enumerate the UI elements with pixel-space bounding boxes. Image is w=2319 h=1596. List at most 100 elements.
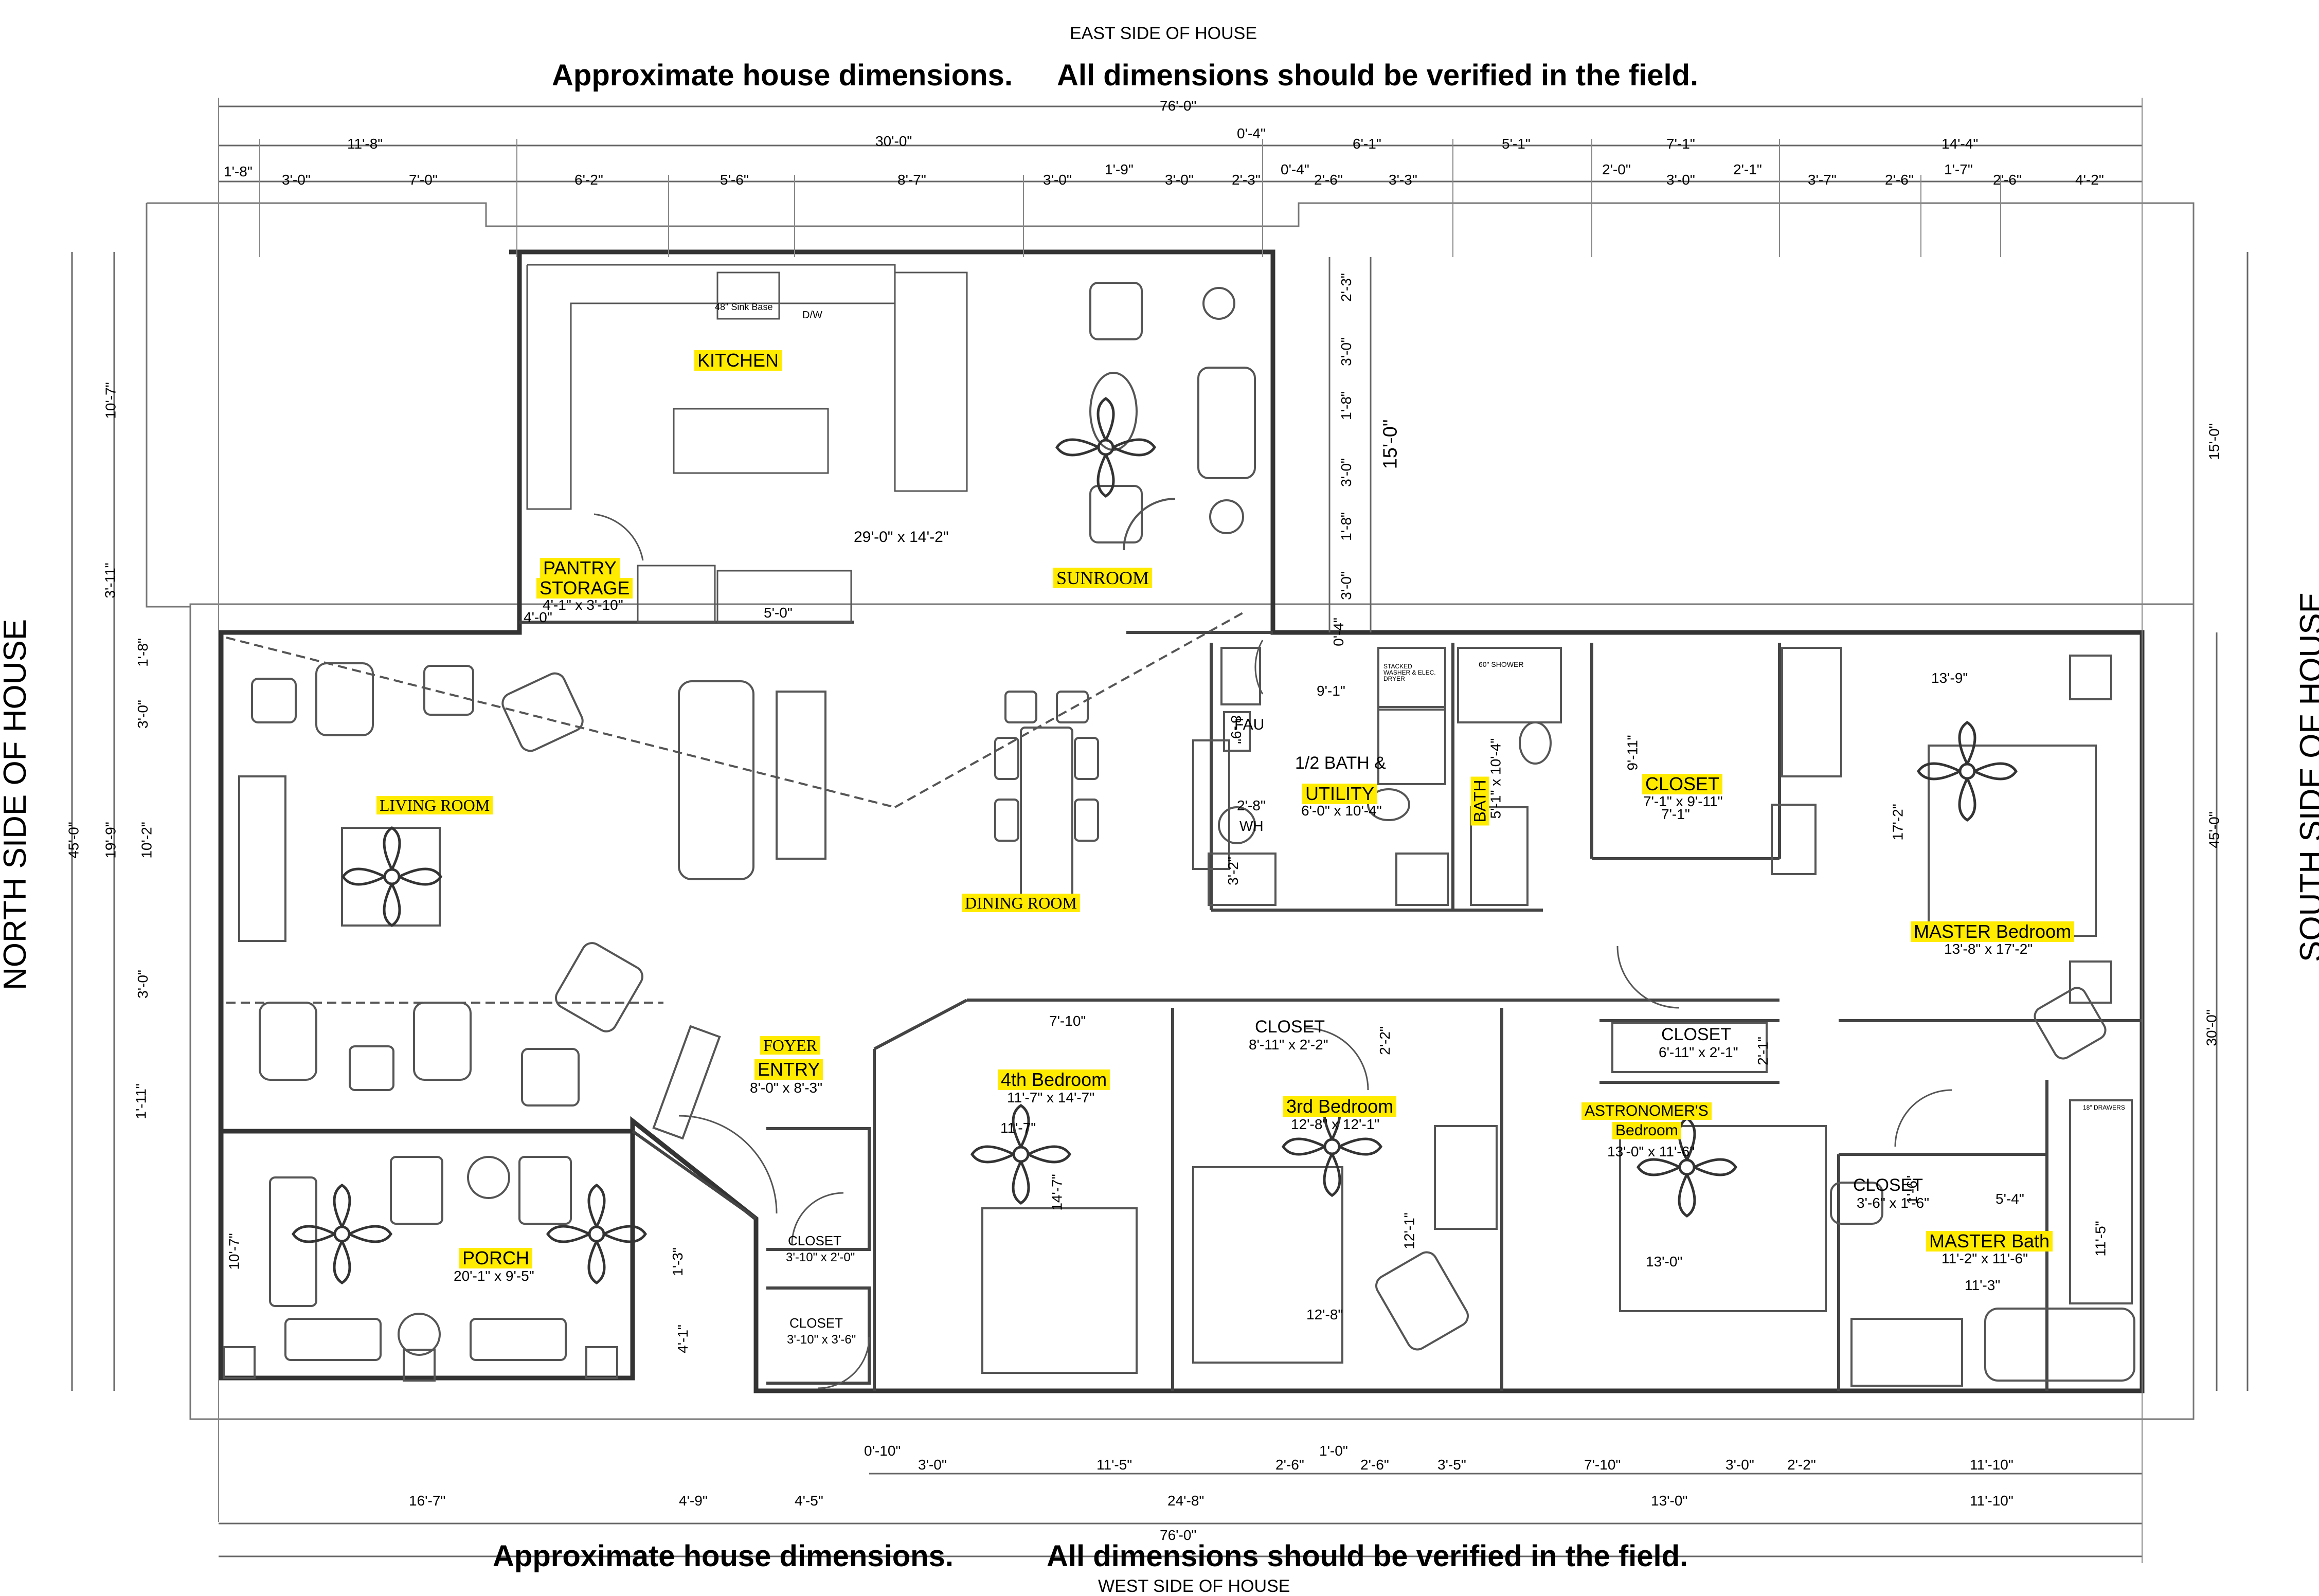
living-room-label: LIVING ROOM	[376, 796, 493, 814]
dim-bottom-r1: 2'-2"	[1787, 1457, 1816, 1473]
east-side-label: EAST SIDE OF HOUSE	[1070, 24, 1257, 43]
dim-inner: 12'-1"	[1401, 1212, 1417, 1249]
sunroom-furniture	[1089, 282, 1256, 551]
dim-left: 3'-11"	[102, 563, 118, 598]
dim-inner: 3'-0"	[1338, 337, 1354, 366]
dim-top-r2: 0'-4"	[1237, 125, 1266, 141]
dim-inner: 2'-8"	[1237, 797, 1266, 813]
dim-bottom-r1: 1'-0"	[1319, 1443, 1348, 1459]
dim-inner: 0'-4"	[1330, 618, 1346, 646]
dim-bottom-r1: 3'-0"	[918, 1457, 947, 1473]
dim-left: 45'-0"	[65, 822, 82, 859]
dim-top-r3: 3'-0"	[282, 172, 311, 188]
closet-astro-label: CLOSET	[1661, 1025, 1732, 1044]
dim-inner: 9'-11"	[1624, 735, 1641, 771]
closet-3-size: 8'-11" x 2'-2"	[1249, 1037, 1328, 1053]
dim-bottom-r2: 4'-9"	[679, 1493, 708, 1509]
foyer-size: 8'-0" x 8'-3"	[750, 1080, 823, 1096]
dim-inner: 2'-1"	[1754, 1037, 1771, 1065]
bedroom-furniture	[981, 647, 2135, 1387]
master-bedroom-size: 13'-8" x 17'-2"	[1944, 941, 2033, 957]
porch-furniture	[223, 1156, 618, 1382]
pantry-label-2: STORAGE	[536, 578, 633, 598]
dim-inner: 14'-7"	[1049, 1174, 1065, 1211]
dim-inner: 3'-0"	[1338, 458, 1354, 487]
foyer-label: FOYER	[760, 1036, 820, 1055]
astronomers-size: 13'-0" x 11'-6"	[1607, 1144, 1695, 1159]
west-side-label: WEST SIDE OF HOUSE	[1098, 1576, 1290, 1596]
closet-top-size: 7'-1" x 9'-11"	[1643, 793, 1723, 809]
astronomers-label-2: Bedroom	[1612, 1122, 1681, 1139]
dim-inner: 9'-1"	[1317, 683, 1345, 699]
drawers-label: 18" DRAWERS	[2083, 1104, 2125, 1111]
dim-top-r3: 3'-0"	[1666, 172, 1695, 188]
dim-top-r3: 3'-7"	[1808, 172, 1837, 188]
dim-top-r3: 3'-0"	[1165, 172, 1194, 188]
dim-inner: 7'-1"	[1661, 806, 1690, 822]
dim-left: 3'-0"	[134, 700, 151, 729]
dim-inner: 2'-2"	[1376, 1026, 1393, 1055]
stacked-label: STACKED WASHER & ELEC. DRYER	[1383, 663, 1436, 682]
master-bath-label: MASTER Bath	[1926, 1231, 2053, 1252]
dim-top-r3: 2'-1"	[1733, 161, 1762, 177]
dimension-lines	[71, 105, 2249, 1557]
dim-top-r3: 3'-0"	[1043, 172, 1072, 188]
utility-label: UTILITY	[1302, 784, 1378, 804]
dining-table	[994, 691, 1230, 909]
closet-top-label: CLOSET	[1642, 774, 1723, 794]
closet-mb-label: CLOSET	[1853, 1175, 1923, 1195]
top-note-right: All dimensions should be verified in the…	[1057, 59, 1699, 92]
bath-fixtures	[1208, 647, 1562, 906]
dim-top-r3: 2'-6"	[1885, 172, 1914, 188]
dim-top-r2: 6'-1"	[1353, 136, 1381, 152]
dim-inner: 13'-9"	[1931, 670, 1968, 686]
dim-bottom-r2: 11'-10"	[1970, 1493, 2014, 1509]
fau-label: FAU	[1234, 716, 1265, 733]
dim-top-r3: 7'-0"	[409, 172, 438, 188]
north-side-label: NORTH SIDE OF HOUSE	[0, 619, 33, 990]
dim-top-r3: 2'-6"	[1314, 172, 1343, 188]
bottom-note-right: All dimensions should be verified in the…	[1047, 1539, 1688, 1573]
dim-inner: 11'-5"	[2092, 1221, 2109, 1257]
dim-right: 30'-0"	[2203, 1009, 2220, 1046]
sink-label: 48" Sink Base	[715, 302, 773, 312]
dim-bottom-r1: 0'-10"	[864, 1443, 901, 1459]
dim-top-r3: 3'-3"	[1389, 172, 1417, 188]
dim-bottom-r1: 11'-5"	[1096, 1457, 1132, 1473]
dim-inner: 4'-0"	[524, 609, 552, 625]
dim-bottom-r1: 7'-10"	[1584, 1457, 1621, 1473]
dim-top-r3: 2'-0"	[1602, 161, 1631, 177]
bottom-note-left: Approximate house dimensions.	[493, 1539, 954, 1573]
shower-label: 60" SHOWER	[1479, 660, 1524, 668]
dim-top-r3: 0'-4"	[1281, 161, 1309, 177]
dim-inner: 5'-4"	[1996, 1191, 2024, 1207]
wh-label: WH	[1239, 818, 1264, 834]
closet-foyer2-label: CLOSET	[789, 1315, 843, 1331]
dim-top-r3: 6'-2"	[574, 172, 603, 188]
entry-label: ENTRY	[754, 1059, 823, 1080]
dim-top-r3: 1'-7"	[1944, 161, 1973, 177]
dim-top-r2: 11'-8"	[347, 136, 383, 152]
dim-top-r3: 8'-7"	[897, 172, 926, 188]
dim-top-r2: 30'-0"	[875, 133, 912, 149]
sunroom-size: 29'-0" x 14'-2"	[854, 529, 949, 546]
half-bath-size: 6'-0" x 10'-4"	[1301, 803, 1382, 819]
dim-top-r2: 5'-1"	[1502, 136, 1531, 152]
dim-left: 10'-2"	[138, 822, 155, 859]
pantry-label: PANTRY	[540, 558, 620, 578]
bedroom-3-size: 12'-8" x 12'-1"	[1291, 1116, 1380, 1132]
kitchen-label: KITCHEN	[694, 350, 782, 371]
dim-left: 19'-9"	[102, 822, 119, 859]
dim-inner: 1'-8"	[1338, 512, 1354, 541]
dim-right: 45'-0"	[2206, 811, 2222, 848]
dim-inner: 2'-3"	[1338, 273, 1354, 302]
closet-foyer1-size: 3'-10" x 2'-0"	[786, 1250, 855, 1264]
dim-top-r2: 7'-1"	[1666, 136, 1695, 152]
dim-left: 10'-7"	[226, 1233, 242, 1270]
dim-inner: 17'-2"	[1890, 804, 1906, 841]
dim-top-r2: 14'-4"	[1942, 136, 1979, 152]
master-bath-size: 11'-2" x 11'-6"	[1942, 1250, 2028, 1266]
dim-inner: 11'-7"	[1000, 1120, 1036, 1136]
dim-bottom-r1: 2'-6"	[1275, 1457, 1304, 1473]
dim-inner: 4'-1"	[674, 1325, 691, 1353]
